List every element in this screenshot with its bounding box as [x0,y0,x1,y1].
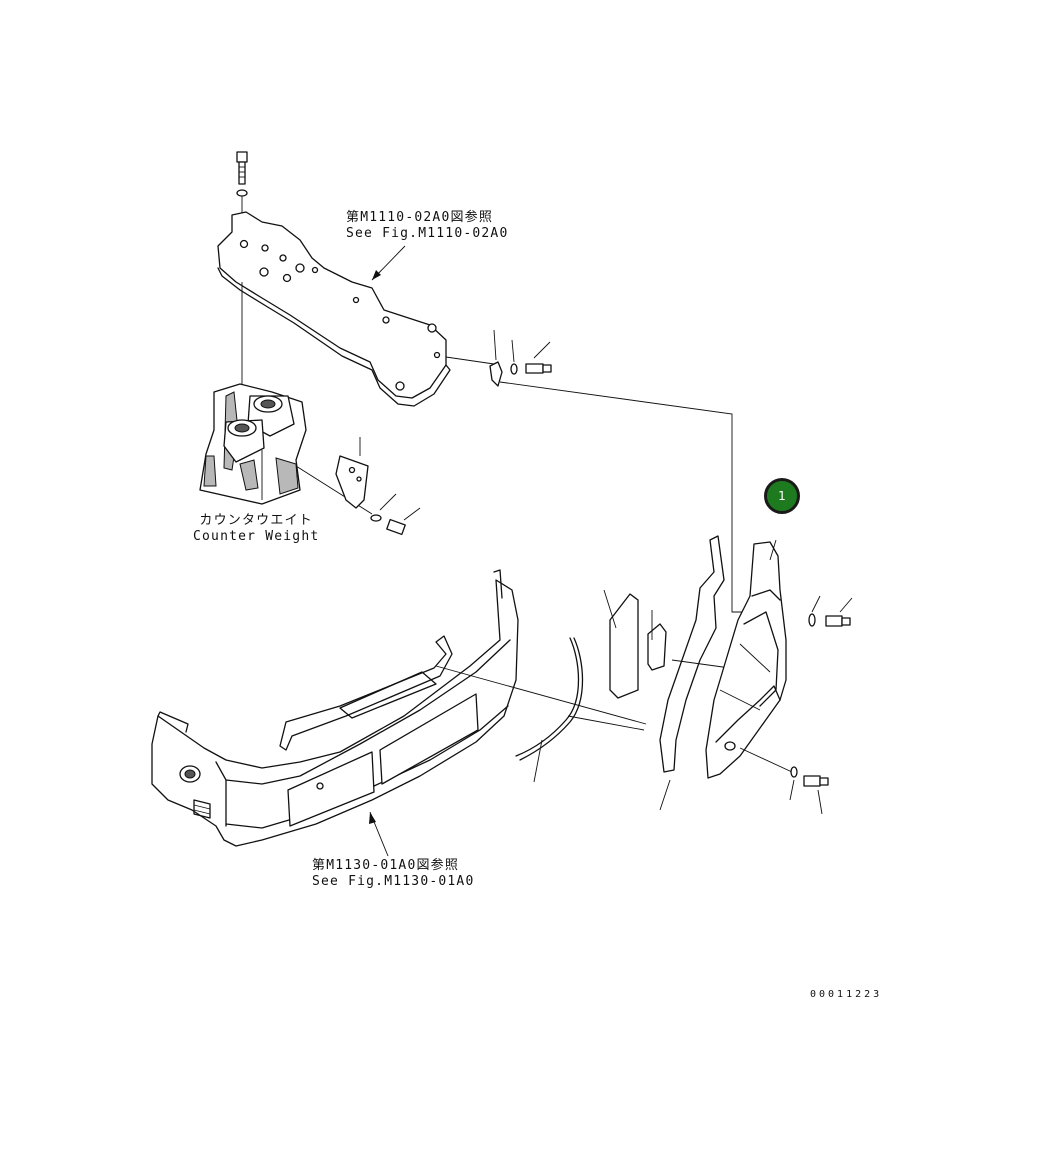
side-plates [603,589,667,699]
side-cover-part-1[interactable] [705,539,787,779]
frame-to-washer-line [445,356,495,365]
gasket-strip [659,535,731,811]
rear-cover-body [151,569,519,847]
counterweight-to-bracket-line [295,465,373,515]
counterweight-block [199,383,307,505]
counterweight-label: カウンタウエイト Counter Weight [193,513,319,545]
drawing-number: 00011223 [810,989,883,1000]
top-bolt [236,151,248,197]
counterweight-bracket [335,437,421,536]
cover-reference-en: See Fig.M1130-01A0 [312,874,475,889]
frame-side-fasteners [489,329,552,387]
side-cover-fasteners [789,595,853,815]
revolving-frame-plate [217,211,451,407]
counterweight-jp: カウンタウエイト [199,513,313,528]
frame-reference-label[interactable]: 第M1110-02A0図参照 See Fig.M1110-02A0 [346,210,508,242]
rear-cover-link-line [435,665,647,725]
part-callout-1[interactable]: 1 [764,478,800,514]
cover-reference-jp: 第M1130-01A0図参照 [312,858,460,873]
frame-reference-en: See Fig.M1110-02A0 [346,226,509,241]
side-cover-bolt-line [739,747,793,773]
frame-reference-jp: 第M1110-02A0図参照 [346,210,494,225]
counterweight-en: Counter Weight [193,529,320,544]
seal-strip [515,637,645,783]
cover-reference-label[interactable]: 第M1130-01A0図参照 See Fig.M1130-01A0 [312,858,474,890]
